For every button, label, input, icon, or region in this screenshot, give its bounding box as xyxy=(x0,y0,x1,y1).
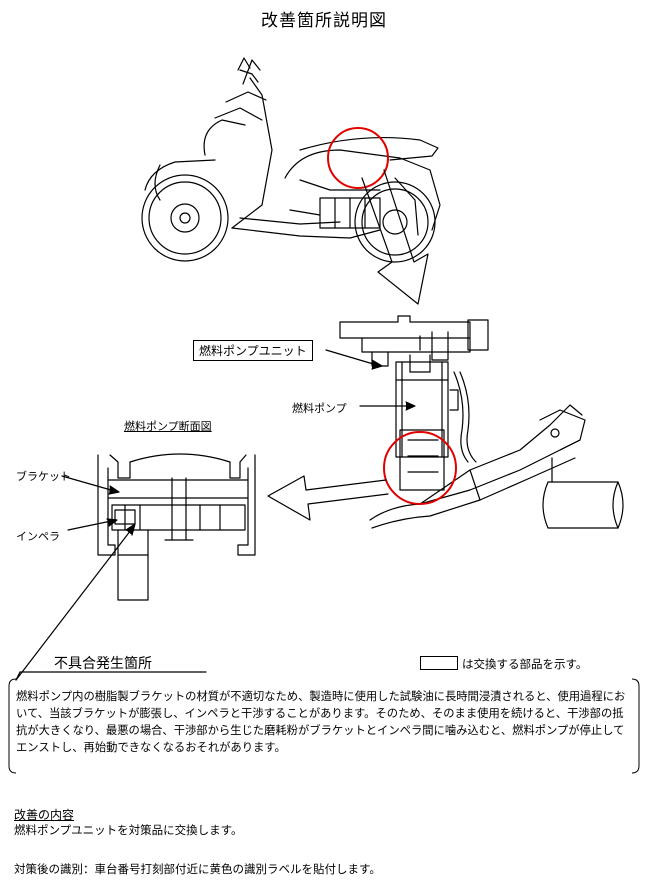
description-text: 燃料ポンプ内の樹脂製ブラケットの材質が不適切なため、製造時に使用した試験油に長時… xyxy=(16,690,626,754)
improvement-heading: 改善の内容 xyxy=(14,808,75,822)
scooter-illustration xyxy=(141,57,441,263)
legend-box xyxy=(420,656,458,670)
improvement-text: 燃料ポンプユニットを対策品に交換します。 xyxy=(14,823,243,837)
fuel-pump-unit-label: 燃料ポンプユニット xyxy=(193,340,313,361)
impeller-label: インペラ xyxy=(16,530,60,543)
page-title: 改善箇所説明図 xyxy=(261,11,387,31)
fuel-pump-label: 燃料ポンプ xyxy=(292,402,347,415)
arrow-scooter-to-pump xyxy=(361,169,429,305)
arrow-pump-to-section xyxy=(267,475,389,521)
cross-section-illustration xyxy=(97,453,256,601)
description-frame xyxy=(8,678,640,774)
legend-text: は交換する部品を示す。 xyxy=(462,657,588,671)
bracket-label: ブラケット xyxy=(16,470,71,483)
identification-text: 対策後の識別：車台番号打刻部付近に黄色の識別ラベルを貼付します。 xyxy=(14,862,381,876)
defect-location-label: 不具合発生箇所 xyxy=(54,656,152,672)
fuel-pump-unit-illustration xyxy=(339,315,624,529)
cross-section-label: 燃料ポンプ断面図 xyxy=(124,420,212,433)
